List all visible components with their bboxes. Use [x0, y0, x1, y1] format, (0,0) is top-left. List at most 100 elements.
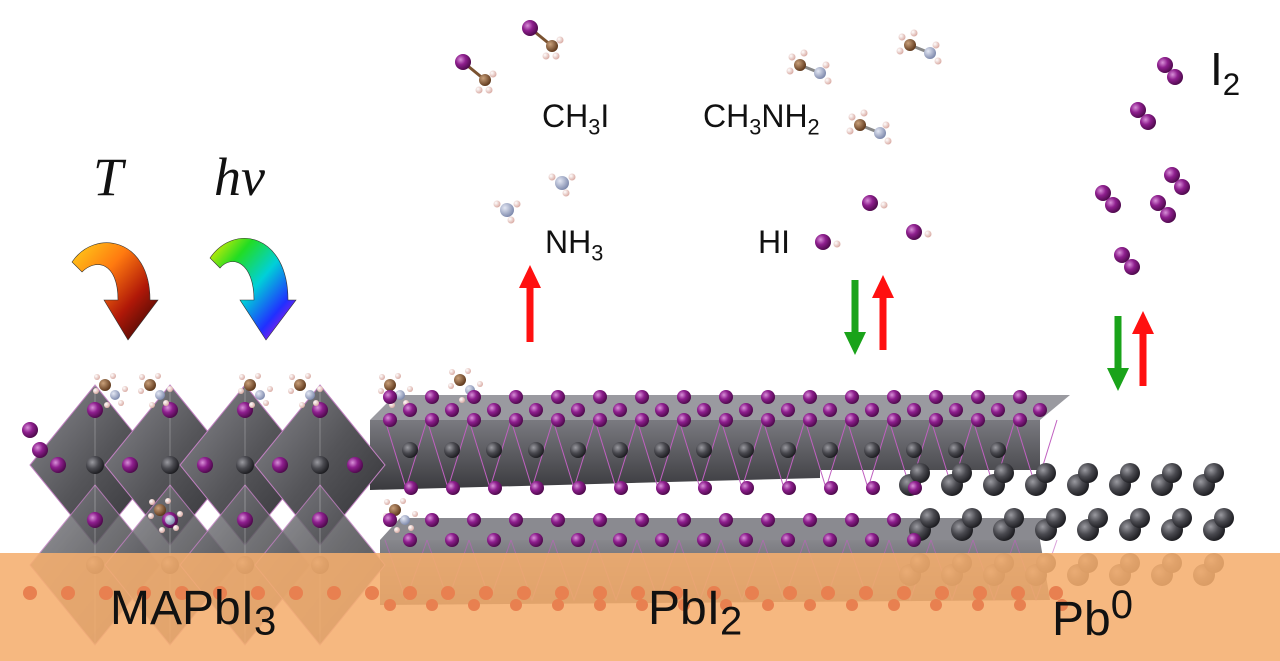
lead-atom [486, 442, 502, 458]
lead-atom [528, 442, 544, 458]
reflected-atom [99, 586, 113, 600]
iodine-atom [887, 390, 901, 404]
ch3nh2-label: CH3NH2 [703, 98, 820, 140]
reflected-atom [1011, 586, 1025, 600]
hi-label: HI [758, 224, 790, 260]
hydrogen-atom [249, 402, 255, 408]
hydrogen-atom [824, 77, 832, 85]
hydrogen-atom [898, 33, 906, 41]
nh3-molecule [493, 200, 521, 224]
carbon-atom [794, 59, 806, 71]
lead-atom [990, 442, 1006, 458]
hydrogen-atom [562, 189, 570, 197]
hydrogen-atom [477, 381, 483, 387]
hydrogen-atom [159, 527, 165, 533]
iodine-atom [1174, 179, 1190, 195]
iodine-atom [823, 403, 837, 417]
carbon-atom [389, 504, 401, 516]
iodine-atom [908, 481, 922, 495]
iodine-atom [425, 413, 439, 427]
ch3i-label: CH3I [542, 98, 610, 140]
nitrogen-atom [500, 203, 514, 217]
i2-molecule [1157, 57, 1183, 85]
hydrogen-atom [379, 374, 385, 380]
iodine-atom [425, 390, 439, 404]
iodine-atom [1160, 207, 1176, 223]
iodine-atom [425, 513, 439, 527]
hydrogen-atom [489, 70, 497, 78]
hydrogen-atom [542, 52, 550, 60]
gas-molecules [455, 20, 1190, 275]
hydrogen-atom [848, 113, 856, 121]
carbon-atom [244, 379, 256, 391]
iodine-atom [655, 533, 669, 547]
iodine-atom [509, 513, 523, 527]
iodine-atom [677, 513, 691, 527]
iodine-atom [197, 457, 213, 473]
reflected-atom [897, 586, 911, 600]
hydrogen-atom [513, 200, 521, 208]
iodine-atom [971, 390, 985, 404]
hydrogen-atom [239, 374, 245, 380]
methylammonium [238, 373, 273, 408]
iodine-atom [1095, 185, 1111, 201]
nh3-release-arrow [519, 265, 541, 342]
lead-atom [1120, 463, 1140, 483]
lead-atom [696, 442, 712, 458]
hi-molecule [862, 195, 888, 211]
hydrogen-atom [846, 127, 854, 135]
reflected-atom [213, 586, 227, 600]
hydrogen-atom [412, 511, 418, 517]
reflected-atom [745, 586, 759, 600]
iodine-atom [761, 390, 775, 404]
hi-molecule [815, 234, 841, 250]
carbon-atom [144, 379, 156, 391]
iodine-atom [719, 513, 733, 527]
methylammonium [93, 373, 128, 408]
substrate-reflections [23, 586, 1068, 611]
hydrogen-atom [448, 383, 454, 389]
lead-atom [994, 463, 1014, 483]
iodine-atom [551, 413, 565, 427]
reflected-atom [762, 599, 774, 611]
iodine-atom [719, 390, 733, 404]
hydrogen-atom [910, 29, 918, 37]
iodine-atom [614, 481, 628, 495]
iodine-atom [697, 533, 711, 547]
nh3-label: NH3 [545, 224, 604, 266]
iodine-atom [487, 403, 501, 417]
hydrogen-atom [394, 527, 400, 533]
iodine-atom [635, 390, 649, 404]
lead-atom [906, 442, 922, 458]
hydrogen-atom [139, 374, 145, 380]
hydrogen-atom [384, 499, 390, 505]
iodine-atom [551, 513, 565, 527]
hydrogen-atom [305, 373, 311, 379]
iodine-atom [698, 481, 712, 495]
iodine-atom [571, 403, 585, 417]
ch3nh2-molecule [846, 109, 892, 145]
lead-atom [1130, 508, 1150, 528]
iodine-atom [1114, 247, 1130, 263]
iodine-atom [509, 390, 523, 404]
hydrogen-atom [165, 498, 171, 504]
lead-atom [948, 442, 964, 458]
iodine-atom [237, 402, 253, 418]
reflected-atom [804, 599, 816, 611]
iodine-atom [761, 413, 775, 427]
lead-atom [1204, 463, 1224, 483]
hydrogen-atom [104, 402, 110, 408]
reflected-atom [175, 586, 189, 600]
methylammonium [148, 498, 183, 533]
hydrogen-atom [167, 386, 173, 392]
iodine-atom [488, 481, 502, 495]
hydrogen-atom [378, 388, 384, 394]
carbon-atom [99, 379, 111, 391]
iodine-atom [122, 457, 138, 473]
hydrogen-atom [548, 173, 556, 181]
hydrogen-atom [395, 373, 401, 379]
hydrogen-atom [568, 173, 576, 181]
hi-exchange-arrows [844, 275, 894, 355]
reflected-atom [384, 599, 396, 611]
iodine-atom [815, 234, 831, 250]
